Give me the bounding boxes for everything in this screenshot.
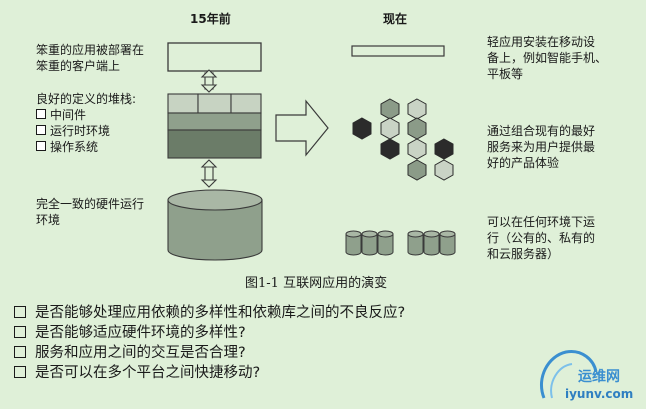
question-item: 是否能够适应硬件环境的多样性? <box>14 323 405 343</box>
hex-10 <box>407 159 427 181</box>
cylinder-4 <box>407 230 424 256</box>
question-item: 服务和应用之间的交互是否合理? <box>14 343 405 363</box>
stack-title: 良好的定义的堆栈: <box>36 92 137 106</box>
cylinder-5 <box>423 230 440 256</box>
server-cylinders <box>345 230 456 256</box>
double-arrow-bottom <box>200 159 218 188</box>
watermark-name: 运维网 <box>578 369 620 385</box>
light-app-label: 轻应用安装在移动设 备上，例如智能手机、 平板等 <box>487 34 607 82</box>
hardware-line-1: 完全一致的硬件运行 <box>36 197 145 211</box>
heavy-app-bar <box>167 42 262 72</box>
checkbox-icon <box>14 326 26 338</box>
anywhere-line-1: 可以在任何环境下运 <box>487 215 596 229</box>
cylinder-1 <box>345 230 362 256</box>
bullet-box-icon <box>36 141 46 151</box>
bullet-box-icon <box>36 125 46 135</box>
anywhere-label: 可以在任何环境下运 行（公有的、私有的 和云服务器） <box>487 214 595 262</box>
light-app-bar <box>351 45 445 57</box>
services-line-1: 通过组合现有的最好 <box>487 124 596 138</box>
stack-item-os: 操作系统 <box>36 139 136 155</box>
hex-5 <box>407 117 427 140</box>
services-label: 通过组合现有的最好 服务来为用户提供最 好的产品体验 <box>487 123 595 171</box>
stack-label: 良好的定义的堆栈: 中间件 运行时环境 操作系统 <box>36 91 136 155</box>
heavy-app-line-1: 笨重的应用被部署在 <box>36 43 145 57</box>
question-list: 是否能够处理应用依赖的多样性和依赖库之间的不良反应? 是否能够适应硬件环境的多样… <box>14 303 405 383</box>
services-line-2: 服务来为用户提供最 <box>487 140 596 154</box>
hex-9 <box>434 159 454 181</box>
hex-6 <box>380 138 400 160</box>
figure-caption: 图1-1 互联网应用的演变 <box>245 276 388 291</box>
heavy-app-label: 笨重的应用被部署在 笨重的客户端上 <box>36 42 144 74</box>
cylinder-3 <box>377 230 394 256</box>
stack-item-middleware: 中间件 <box>36 107 136 123</box>
anywhere-line-2: 行（公有的、私有的 <box>487 231 596 245</box>
hex-4 <box>380 117 400 140</box>
hardware-line-2: 环境 <box>36 213 61 227</box>
watermark-logo-icon <box>539 350 598 399</box>
heavy-app-line-2: 笨重的客户端上 <box>36 59 121 73</box>
question-item: 是否可以在多个平台之间快捷移动? <box>14 363 405 383</box>
bullet-box-icon <box>36 109 46 119</box>
checkbox-icon <box>14 346 26 358</box>
light-app-line-3: 平板等 <box>487 67 524 81</box>
question-item: 是否能够处理应用依赖的多样性和依赖库之间的不良反应? <box>14 303 405 323</box>
anywhere-line-3: 和云服务器） <box>487 247 560 261</box>
stack-item-runtime: 运行时环境 <box>36 123 136 139</box>
hardware-cylinder <box>167 189 263 261</box>
double-arrow-top <box>200 69 218 93</box>
watermark-url: iyunv.com <box>565 387 634 401</box>
hex-3 <box>352 117 372 140</box>
cylinder-6 <box>439 230 456 256</box>
hardware-label: 完全一致的硬件运行 环境 <box>36 196 144 228</box>
stack-block <box>167 93 262 159</box>
hex-1 <box>380 98 400 120</box>
left-header: 15年前 <box>190 12 231 26</box>
cylinder-2 <box>361 230 378 256</box>
service-hexagons <box>352 98 454 181</box>
hex-7 <box>407 138 427 160</box>
services-line-3: 好的产品体验 <box>487 156 560 170</box>
right-header: 现在 <box>383 12 408 26</box>
hex-8 <box>434 138 454 160</box>
evolution-arrow <box>275 99 329 157</box>
checkbox-icon <box>14 306 26 318</box>
hex-2 <box>407 98 427 120</box>
light-app-line-2: 备上，例如智能手机、 <box>487 51 608 65</box>
light-app-line-1: 轻应用安装在移动设 <box>487 35 596 49</box>
checkbox-icon <box>14 366 26 378</box>
